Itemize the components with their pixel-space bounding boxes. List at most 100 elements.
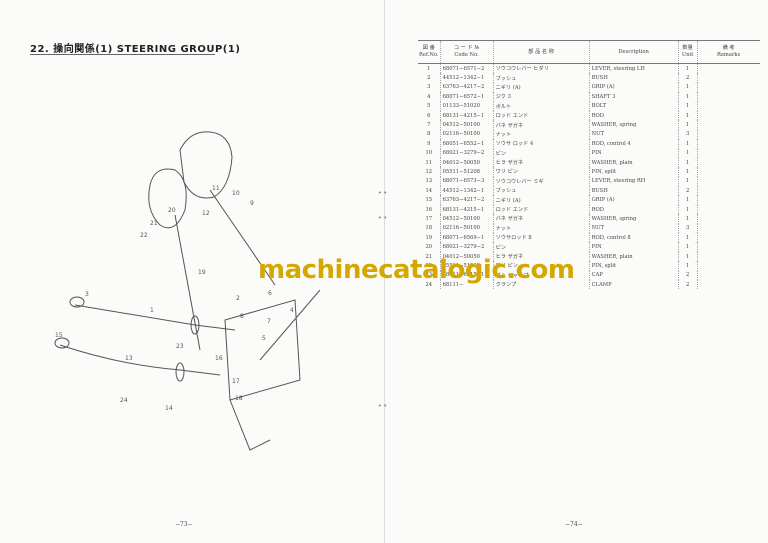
- cell-desc: CLAMP: [589, 279, 679, 290]
- cell-code: 04512−50100: [440, 214, 494, 224]
- cell-unit: 1: [678, 120, 698, 130]
- cell-code: 02116−50100: [440, 223, 494, 234]
- cell-unit: 3: [678, 223, 698, 234]
- grip: [69, 296, 85, 308]
- cell-desc: NUT: [589, 129, 679, 140]
- cell-name: バネ ザガネ: [493, 214, 590, 224]
- header-remarks: Remarks: [716, 52, 741, 58]
- cell-name: ブッシュ: [493, 186, 590, 196]
- cell-remarks: [697, 261, 760, 270]
- cell-remarks: [697, 195, 760, 204]
- cell-name: ピン: [493, 242, 590, 252]
- cell-desc: WASHER, plain: [589, 157, 679, 168]
- cell-remarks: [697, 83, 760, 92]
- cell-unit: 3: [678, 129, 698, 140]
- cell-ref: 13: [418, 176, 441, 187]
- cell-ref: 10: [418, 148, 441, 158]
- cell-unit: 1: [678, 157, 698, 168]
- svg-text:14: 14: [165, 405, 173, 412]
- cell-desc: ROD, control 8: [589, 233, 679, 243]
- cell-ref: 11: [418, 157, 441, 168]
- svg-text:22: 22: [140, 232, 148, 239]
- cell-unit: 2: [678, 270, 698, 280]
- svg-text:17: 17: [232, 378, 240, 385]
- watermark: machinecatalogic.com: [258, 255, 575, 285]
- cell-code: 44512−1342−1: [440, 73, 494, 83]
- cell-ref: 15: [418, 195, 441, 205]
- cell-desc: BUSH: [589, 73, 679, 83]
- page-number-left: −73−: [175, 521, 193, 528]
- cell-desc: GRIP (A): [589, 82, 679, 93]
- cell-code: 68021−3279−2: [440, 242, 494, 252]
- header-code-jp: コ ー ド №: [453, 45, 480, 51]
- cell-unit: 1: [678, 204, 698, 215]
- svg-text:12: 12: [202, 210, 210, 217]
- cell-name: ヒラ ザガネ: [493, 157, 590, 168]
- cell-name: ソウサ ロッド 4: [493, 139, 590, 149]
- cell-code: 68051−6552−1: [440, 139, 494, 149]
- cell-name: バネ ザガネ: [493, 120, 590, 130]
- cell-code: 68131−4215−1: [440, 110, 494, 121]
- cell-remarks: [697, 177, 760, 186]
- cell-code: 68111−: [440, 279, 494, 290]
- cell-remarks: [697, 120, 760, 129]
- cell-ref: 19: [418, 233, 441, 243]
- cell-desc: WASHER, spring: [589, 120, 679, 130]
- page-fold: [384, 0, 385, 543]
- cell-remarks: [697, 214, 760, 223]
- cell-unit: 1: [678, 63, 698, 74]
- cell-code: 44512−1342−1: [440, 186, 494, 196]
- cell-name: ロッド エンド: [493, 204, 590, 215]
- cell-code: 63763−4217−2: [440, 195, 494, 205]
- cell-ref: 1: [418, 63, 441, 74]
- cell-remarks: [697, 271, 760, 280]
- page-number-right: −74−: [565, 521, 583, 528]
- svg-text:18: 18: [235, 395, 243, 402]
- svg-text:20: 20: [168, 207, 176, 214]
- header-unit: Unit: [681, 52, 694, 58]
- svg-text:7: 7: [267, 318, 271, 325]
- registration-mark: • •: [378, 403, 387, 410]
- cell-unit: 1: [678, 195, 698, 205]
- cell-ref: 4: [418, 92, 441, 102]
- cell-code: 04012−50050: [440, 157, 494, 168]
- cell-ref: 12: [418, 167, 441, 177]
- svg-text:13: 13: [125, 355, 133, 362]
- header-code: Code No.: [454, 52, 479, 58]
- cell-code: 68111−6515−1: [440, 270, 494, 280]
- cell-desc: CAP: [589, 270, 679, 280]
- cell-unit: 1: [678, 261, 698, 271]
- cell-desc: ROD, control 4: [589, 139, 679, 149]
- cell-unit: 1: [678, 251, 698, 262]
- svg-text:9: 9: [250, 200, 254, 207]
- cell-remarks: [697, 73, 760, 82]
- svg-text:8: 8: [240, 313, 244, 320]
- svg-text:2: 2: [236, 295, 240, 302]
- cell-desc: BUSH: [589, 186, 679, 196]
- cell-code: 68071−6571−2: [440, 63, 494, 74]
- gearbox-upper: [148, 131, 233, 229]
- cell-remarks: [697, 205, 760, 214]
- cell-ref: 18: [418, 223, 441, 234]
- cell-unit: 1: [678, 233, 698, 243]
- header-unit-jp: 数量: [682, 45, 693, 51]
- cell-ref: 23: [418, 270, 441, 280]
- page-title: 22. 操向関係(1) STEERING GROUP(1): [30, 44, 241, 55]
- cell-name: ソウサロッド 8: [493, 233, 590, 243]
- cell-name: ニギリ (A): [493, 82, 590, 93]
- cell-ref: 22: [418, 261, 441, 271]
- cell-name: ニギリ (A): [493, 195, 590, 205]
- cell-name: ブッシュ: [493, 73, 590, 83]
